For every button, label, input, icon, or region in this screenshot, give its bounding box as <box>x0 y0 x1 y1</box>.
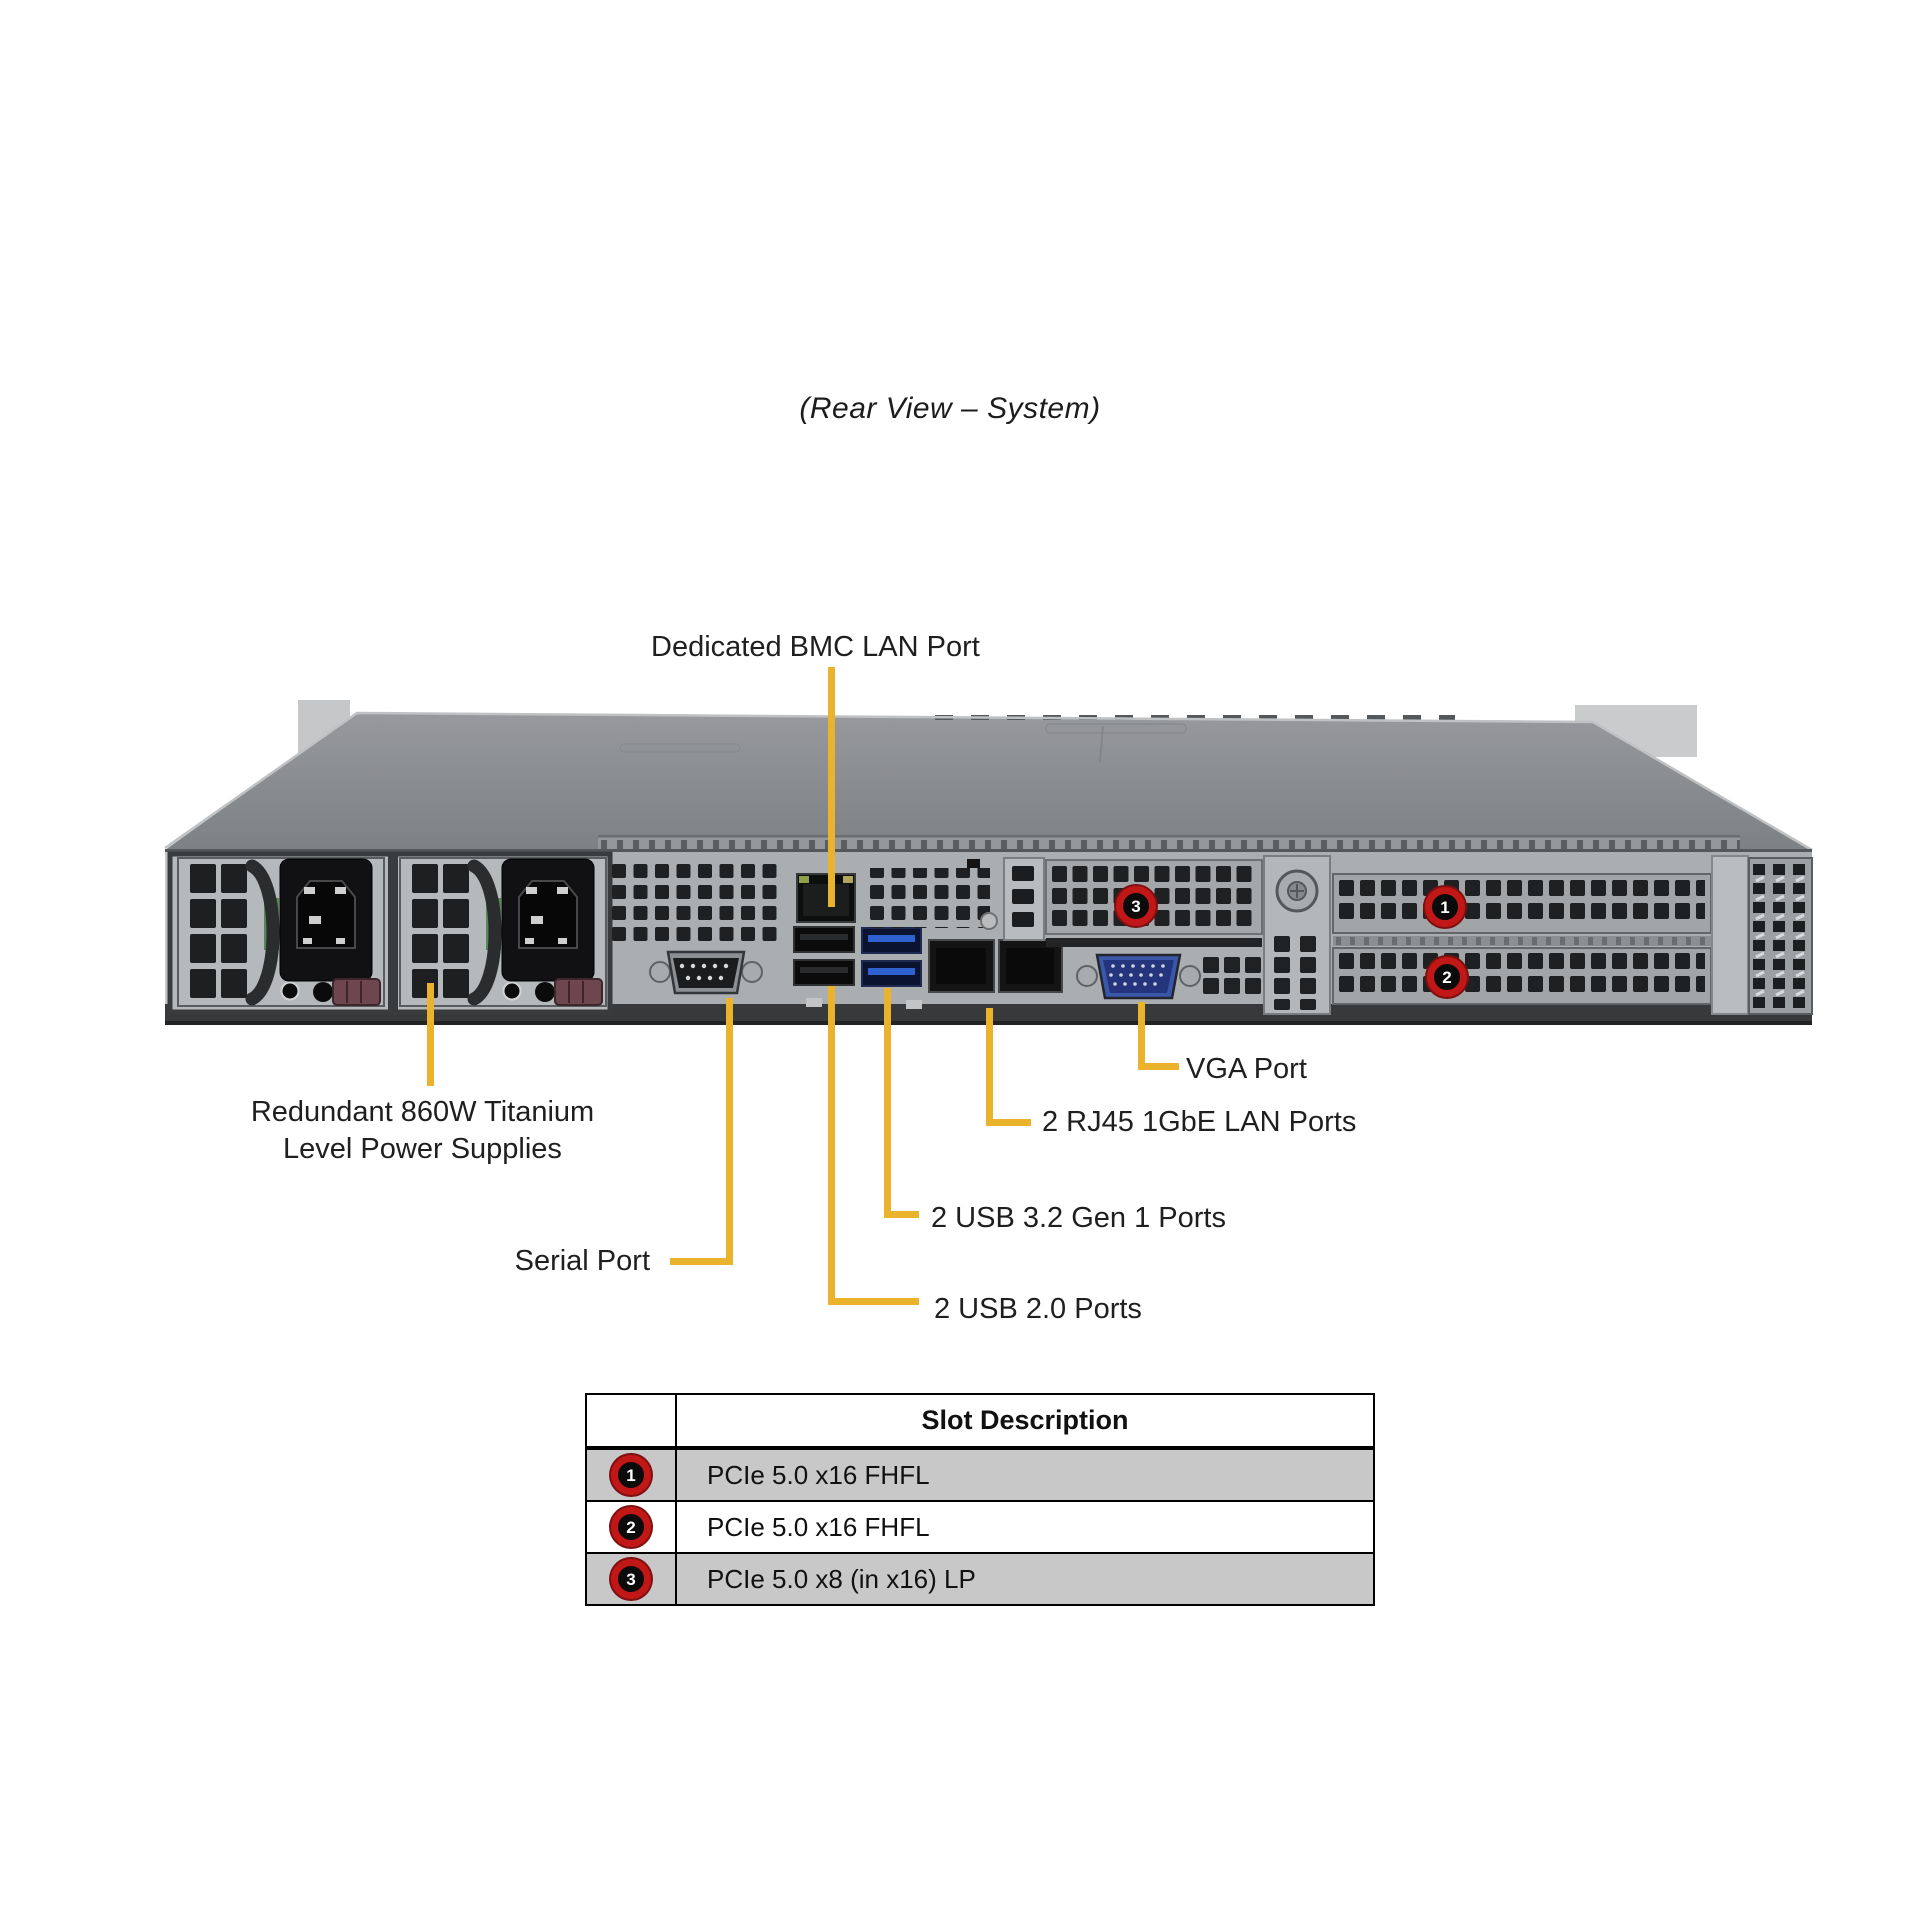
table-cell-desc: PCIe 5.0 x8 (in x16) LP <box>675 1552 1375 1606</box>
slot-2-cover <box>1332 947 1712 1005</box>
bmc-lan-label: Dedicated BMC LAN Port <box>651 631 980 663</box>
chassis-lid <box>164 711 1813 852</box>
vga-callout-line-h <box>1145 1063 1179 1070</box>
table-badge-3: 3 <box>611 1559 651 1599</box>
table-badge-2: 2 <box>611 1507 651 1547</box>
table-row: 2 PCIe 5.0 x16 FHFL <box>585 1500 1375 1554</box>
table-cell-num: 2 <box>585 1500 677 1554</box>
table-cell-num: 1 <box>585 1447 677 1502</box>
table-badge-1: 1 <box>611 1455 651 1495</box>
usb2-ports <box>793 926 855 986</box>
power-supply-2 <box>399 857 607 1007</box>
usb2-ports-label: 2 USB 2.0 Ports <box>934 1293 1142 1325</box>
lan-callout-line-v <box>986 1008 993 1126</box>
bmc-callout-line <box>828 667 835 907</box>
serial-port <box>649 950 763 995</box>
table-row: 1 PCIe 5.0 x16 FHFL <box>585 1447 1375 1502</box>
right-vent-cage <box>1748 857 1813 1015</box>
slot-3-cover <box>1045 859 1263 947</box>
ac-inlet-1 <box>279 858 373 982</box>
power-supply-1 <box>177 857 385 1007</box>
psu-label: Redundant 860W Titanium Level Power Supp… <box>160 1094 685 1168</box>
slot-1-cover <box>1332 873 1712 934</box>
lan-ports-label: 2 RJ45 1GbE LAN Ports <box>1042 1106 1357 1138</box>
expansion-slots <box>1003 855 1813 1015</box>
power-supply-cage <box>167 851 613 1015</box>
table-header-row: Slot Description <box>585 1393 1375 1450</box>
table-row: 3 PCIe 5.0 x8 (in x16) LP <box>585 1552 1375 1606</box>
usb2-callout-line-v <box>828 986 835 1305</box>
slot-3-badge: 3 <box>1116 886 1156 926</box>
vga-callout-line-v <box>1138 1002 1145 1070</box>
lan-callout-line-h <box>993 1119 1031 1126</box>
usb2-callout-line-h <box>835 1298 919 1305</box>
slot-1-badge: 1 <box>1425 887 1465 927</box>
serial-port-label: Serial Port <box>514 1245 650 1277</box>
table-cell-num: 3 <box>585 1552 677 1606</box>
ac-inlet-2 <box>501 858 595 982</box>
usb3-callout-line-h <box>891 1211 919 1218</box>
usb3-callout-line-v <box>884 988 891 1218</box>
usb3-ports <box>861 927 922 987</box>
serial-callout-line-v <box>726 998 733 1265</box>
vga-port <box>1076 953 1201 1000</box>
psu-label-line2: Level Power Supplies <box>283 1133 562 1165</box>
lan-ports <box>928 939 1063 993</box>
table-cell-desc: PCIe 5.0 x16 FHFL <box>675 1447 1375 1502</box>
psu-callout-line <box>427 983 434 1086</box>
usb3-ports-label: 2 USB 3.2 Gen 1 Ports <box>931 1202 1226 1234</box>
serial-callout-line-h <box>670 1258 733 1265</box>
bmc-lan-port <box>796 873 856 923</box>
slot-bracket <box>1263 855 1331 1015</box>
vga-port-label: VGA Port <box>1186 1053 1307 1085</box>
slot-2-badge: 2 <box>1427 957 1467 997</box>
io-area <box>612 859 1063 1009</box>
slot-description-table: Slot Description 1 PCIe 5.0 x16 FHFL 2 P… <box>585 1393 1375 1606</box>
psu-label-line1: Redundant 860W Titanium <box>250 1096 595 1128</box>
server-rear-illustration <box>164 700 1813 1025</box>
table-header-desc: Slot Description <box>675 1393 1375 1450</box>
figure-title: (Rear View – System) <box>799 392 1101 425</box>
table-header-num <box>585 1393 677 1450</box>
table-cell-desc: PCIe 5.0 x16 FHFL <box>675 1500 1375 1554</box>
